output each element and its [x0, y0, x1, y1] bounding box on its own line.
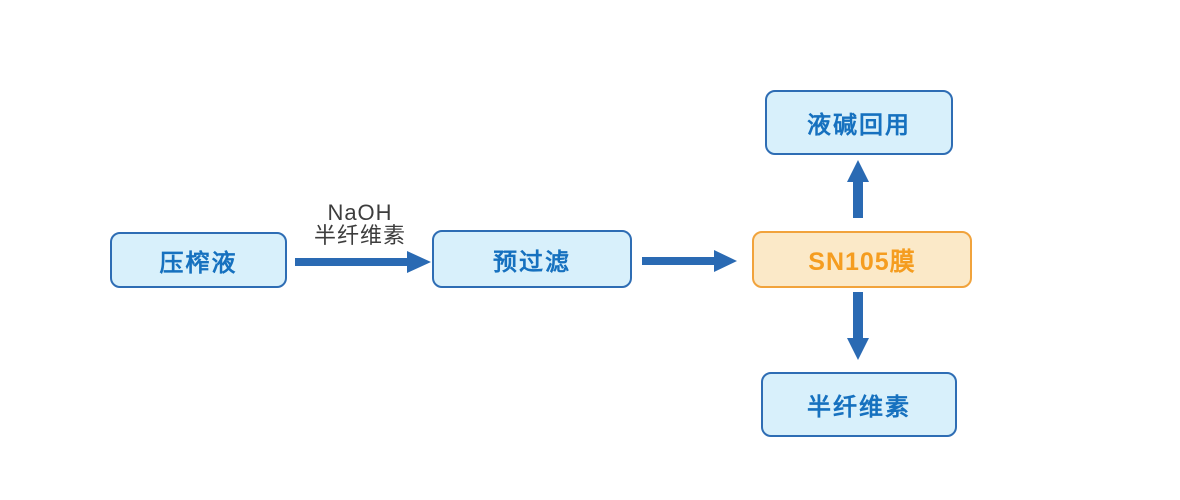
edge-label-line2: 半纤维素	[313, 223, 406, 248]
arrow-up-icon	[847, 160, 869, 218]
node-sn105-membrane: SN105膜	[752, 231, 972, 288]
node-alkali-reuse-label: 液碱回用	[807, 112, 911, 139]
arrow-right-icon	[295, 251, 431, 273]
node-prefilter: 预过滤	[432, 230, 632, 288]
node-prefilter-label: 预过滤	[493, 248, 571, 276]
arrow-down-icon	[847, 292, 869, 360]
node-pressed-liquid-label: 压榨液	[159, 249, 238, 277]
edge-label-line1: NaOH	[327, 200, 393, 225]
edge-label-naoh: NaOH 半纤维素	[280, 201, 440, 247]
node-hemicellulose: 半纤维素	[761, 372, 957, 437]
node-sn105-membrane-label: SN105膜	[808, 247, 916, 276]
arrow-right-icon	[642, 250, 737, 272]
node-hemicellulose-label: 半纤维素	[807, 394, 911, 421]
node-alkali-reuse: 液碱回用	[765, 90, 953, 155]
node-pressed-liquid: 压榨液	[110, 232, 287, 288]
